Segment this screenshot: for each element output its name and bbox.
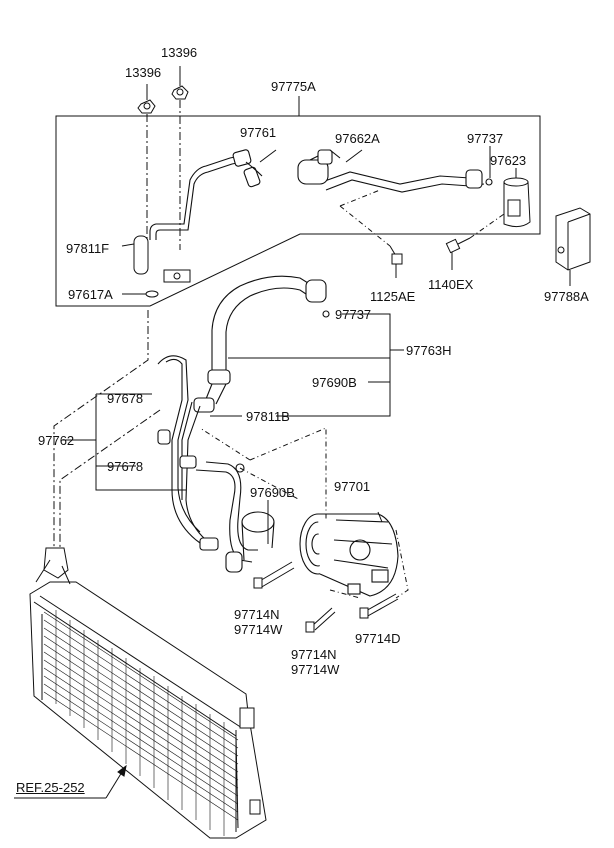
bolt-97714N-lower <box>305 607 336 633</box>
label-97690B-mid: 97690B <box>312 375 357 390</box>
ref-arrow <box>14 764 127 799</box>
label-13396-left: 13396 <box>125 65 162 80</box>
label-97811F: 97811F <box>66 241 110 256</box>
label-1140EX: 1140EX <box>428 277 474 292</box>
label-97737-mid: 97737 <box>335 307 372 322</box>
nut-13396-right <box>171 66 189 100</box>
bolt-1125AE <box>389 245 403 278</box>
label-97678-lower: 97678 <box>107 459 144 474</box>
label-97762: 97762 <box>38 433 75 448</box>
fitting-97811F <box>121 235 191 298</box>
nut-13396-left <box>137 84 156 114</box>
pipe-97662A <box>297 149 493 193</box>
label-97811B: 97811B <box>246 409 290 424</box>
label-97761: 97761 <box>240 125 277 140</box>
label-97690B-lower: 97690B <box>250 485 295 500</box>
label-ref-25-252: REF.25-252 <box>16 780 85 795</box>
assembly-outline-97775A <box>55 96 541 307</box>
label-97763H: 97763H <box>406 343 452 358</box>
label-13396-right: 13396 <box>161 45 198 60</box>
label-1125AE: 1125AE <box>370 289 416 304</box>
label-97737-top: 97737 <box>467 131 504 146</box>
block-97788A <box>555 207 591 286</box>
hose-97763H <box>193 275 330 413</box>
bolt-1140EX <box>445 237 471 270</box>
label-97775A: 97775A <box>271 79 316 94</box>
pipe-97761 <box>149 149 263 240</box>
label-97714D: 97714D <box>355 631 401 646</box>
condenser <box>29 547 267 839</box>
label-97662A: 97662A <box>335 131 380 146</box>
compressor-97701 <box>241 511 399 597</box>
label-97701: 97701 <box>334 479 371 494</box>
bolt-97714D <box>359 593 399 619</box>
label-97714N-lower: 97714N <box>291 647 337 662</box>
label-97714N-upper: 97714N <box>234 607 280 622</box>
label-97678-upper: 97678 <box>107 391 144 406</box>
label-97714W-upper: 97714W <box>234 622 283 637</box>
label-97714W-lower: 97714W <box>291 662 340 677</box>
expansion-valve-97623 <box>503 177 531 228</box>
label-97617A: 97617A <box>68 287 113 302</box>
label-97788A: 97788A <box>544 289 589 304</box>
pipe-97762 <box>157 355 219 551</box>
label-97623: 97623 <box>490 153 527 168</box>
bolt-97714N-upper <box>253 561 295 589</box>
